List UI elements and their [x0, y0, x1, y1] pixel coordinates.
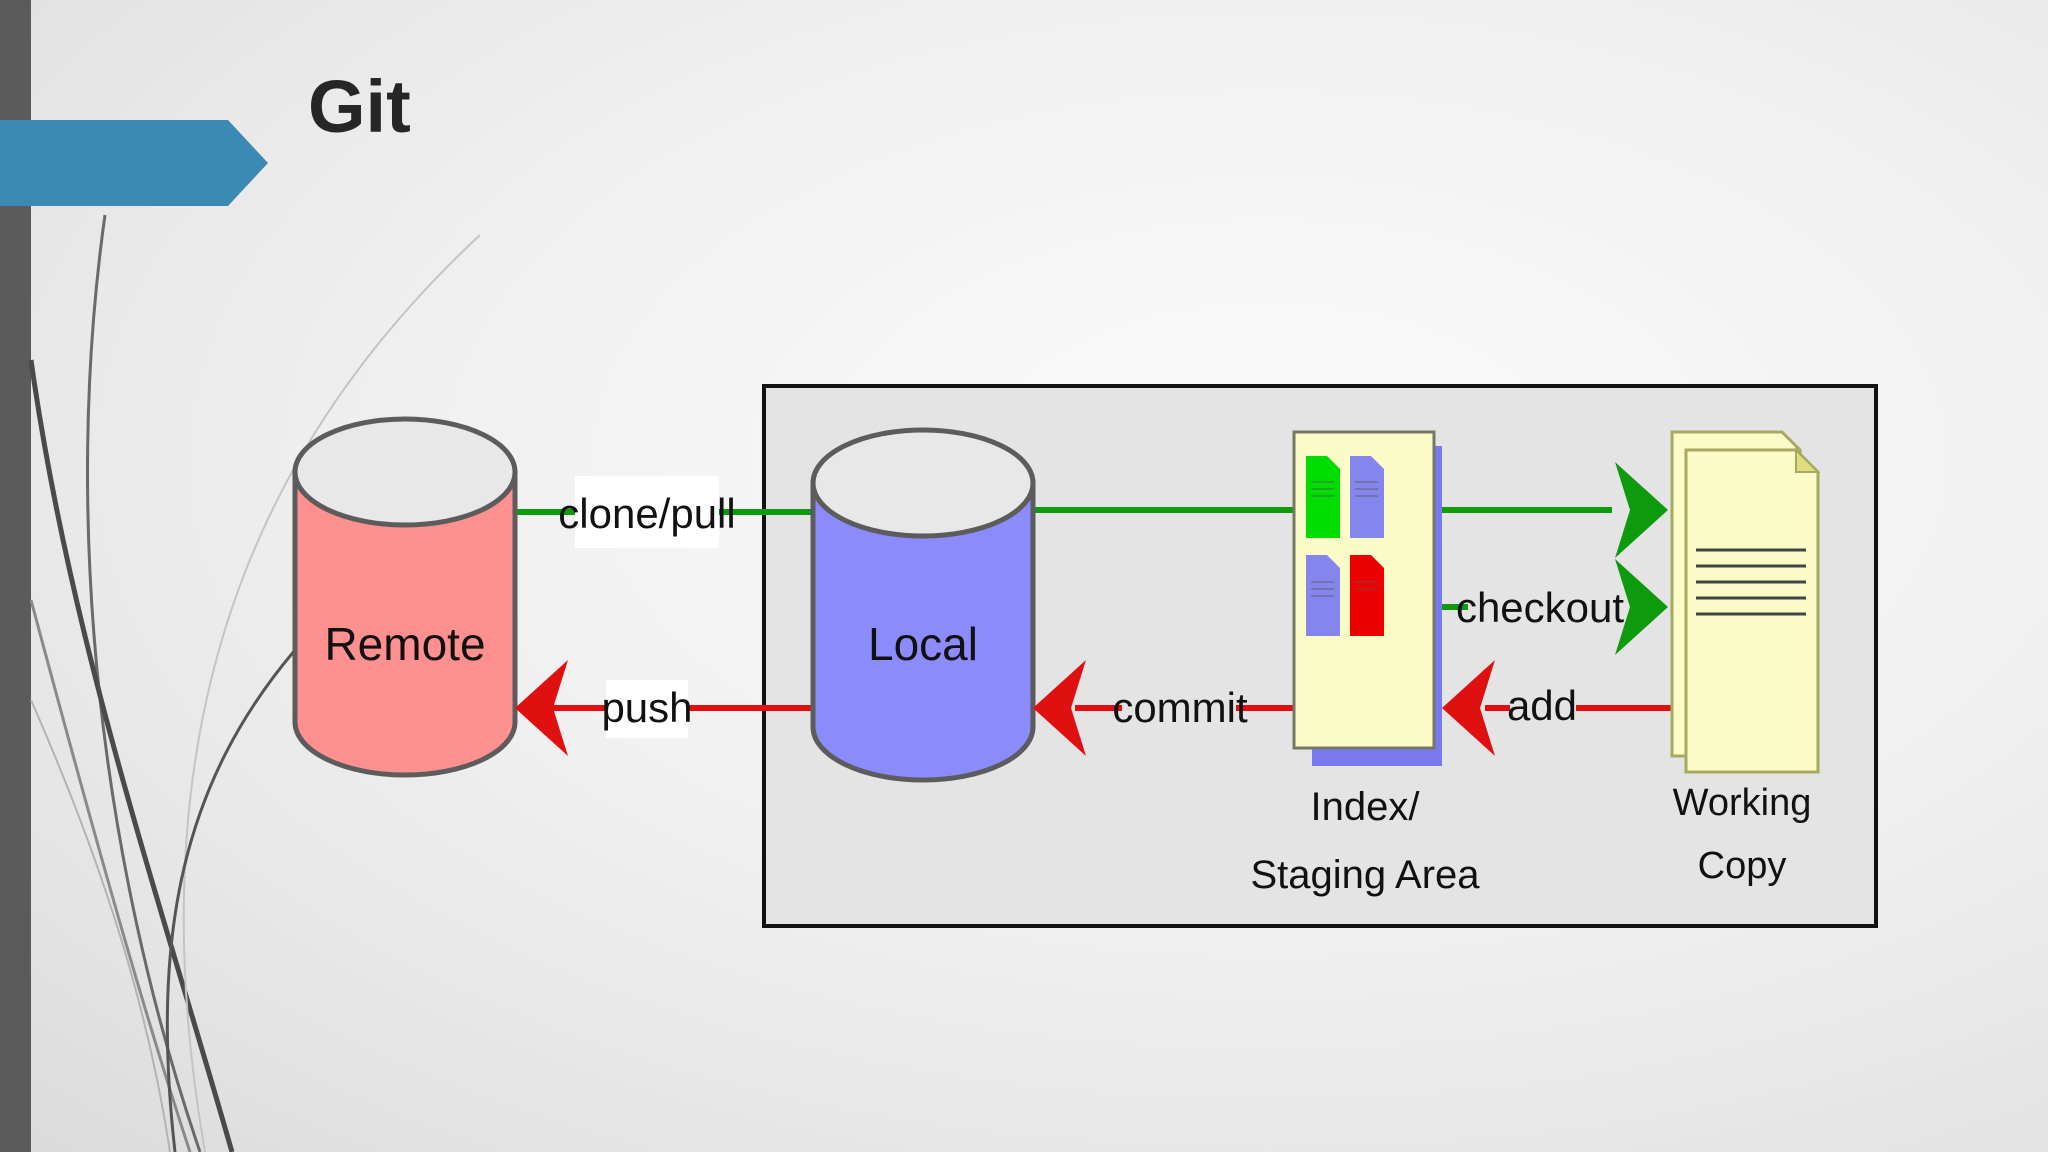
checkout-label-bg [1468, 580, 1612, 636]
local-label: Local [868, 618, 978, 670]
local-repository-cylinder [810, 427, 1036, 783]
checkout-arrowhead-lower [1615, 559, 1668, 655]
add-label-bg [1510, 680, 1576, 736]
working-copy-label-line2: Copy [1698, 845, 1787, 887]
add-arrowhead [1442, 660, 1495, 756]
clone-pull-label: clone/pull [558, 490, 735, 537]
commit-arrowhead [1033, 660, 1086, 756]
green-file-icon [1306, 456, 1340, 538]
checkout-arrowhead-upper [1615, 462, 1668, 558]
push-label-bg [606, 680, 688, 738]
commit-label-bg [1122, 680, 1236, 738]
remote-repository-cylinder [292, 416, 518, 778]
push-label: push [601, 684, 692, 731]
checkout-label: checkout [1456, 584, 1624, 631]
title-tab-shape [0, 120, 268, 206]
file-lines [1311, 481, 1378, 597]
red-file-icon [1350, 555, 1384, 636]
remote-label: Remote [324, 618, 485, 670]
add-label: add [1507, 682, 1577, 729]
clone-pull-label-bg [575, 476, 719, 548]
working-copy-text-lines [1696, 548, 1806, 616]
blue-file-icon [1350, 456, 1384, 538]
slide-title: Git [308, 65, 411, 148]
index-label-line1: Index/ [1311, 785, 1421, 829]
index-label-line2: Staging Area [1250, 853, 1480, 897]
commit-label: commit [1112, 684, 1248, 731]
working-copy-document [1670, 430, 1821, 774]
working-copy-label-line1: Working [1673, 782, 1812, 824]
push-arrowhead [515, 660, 568, 756]
